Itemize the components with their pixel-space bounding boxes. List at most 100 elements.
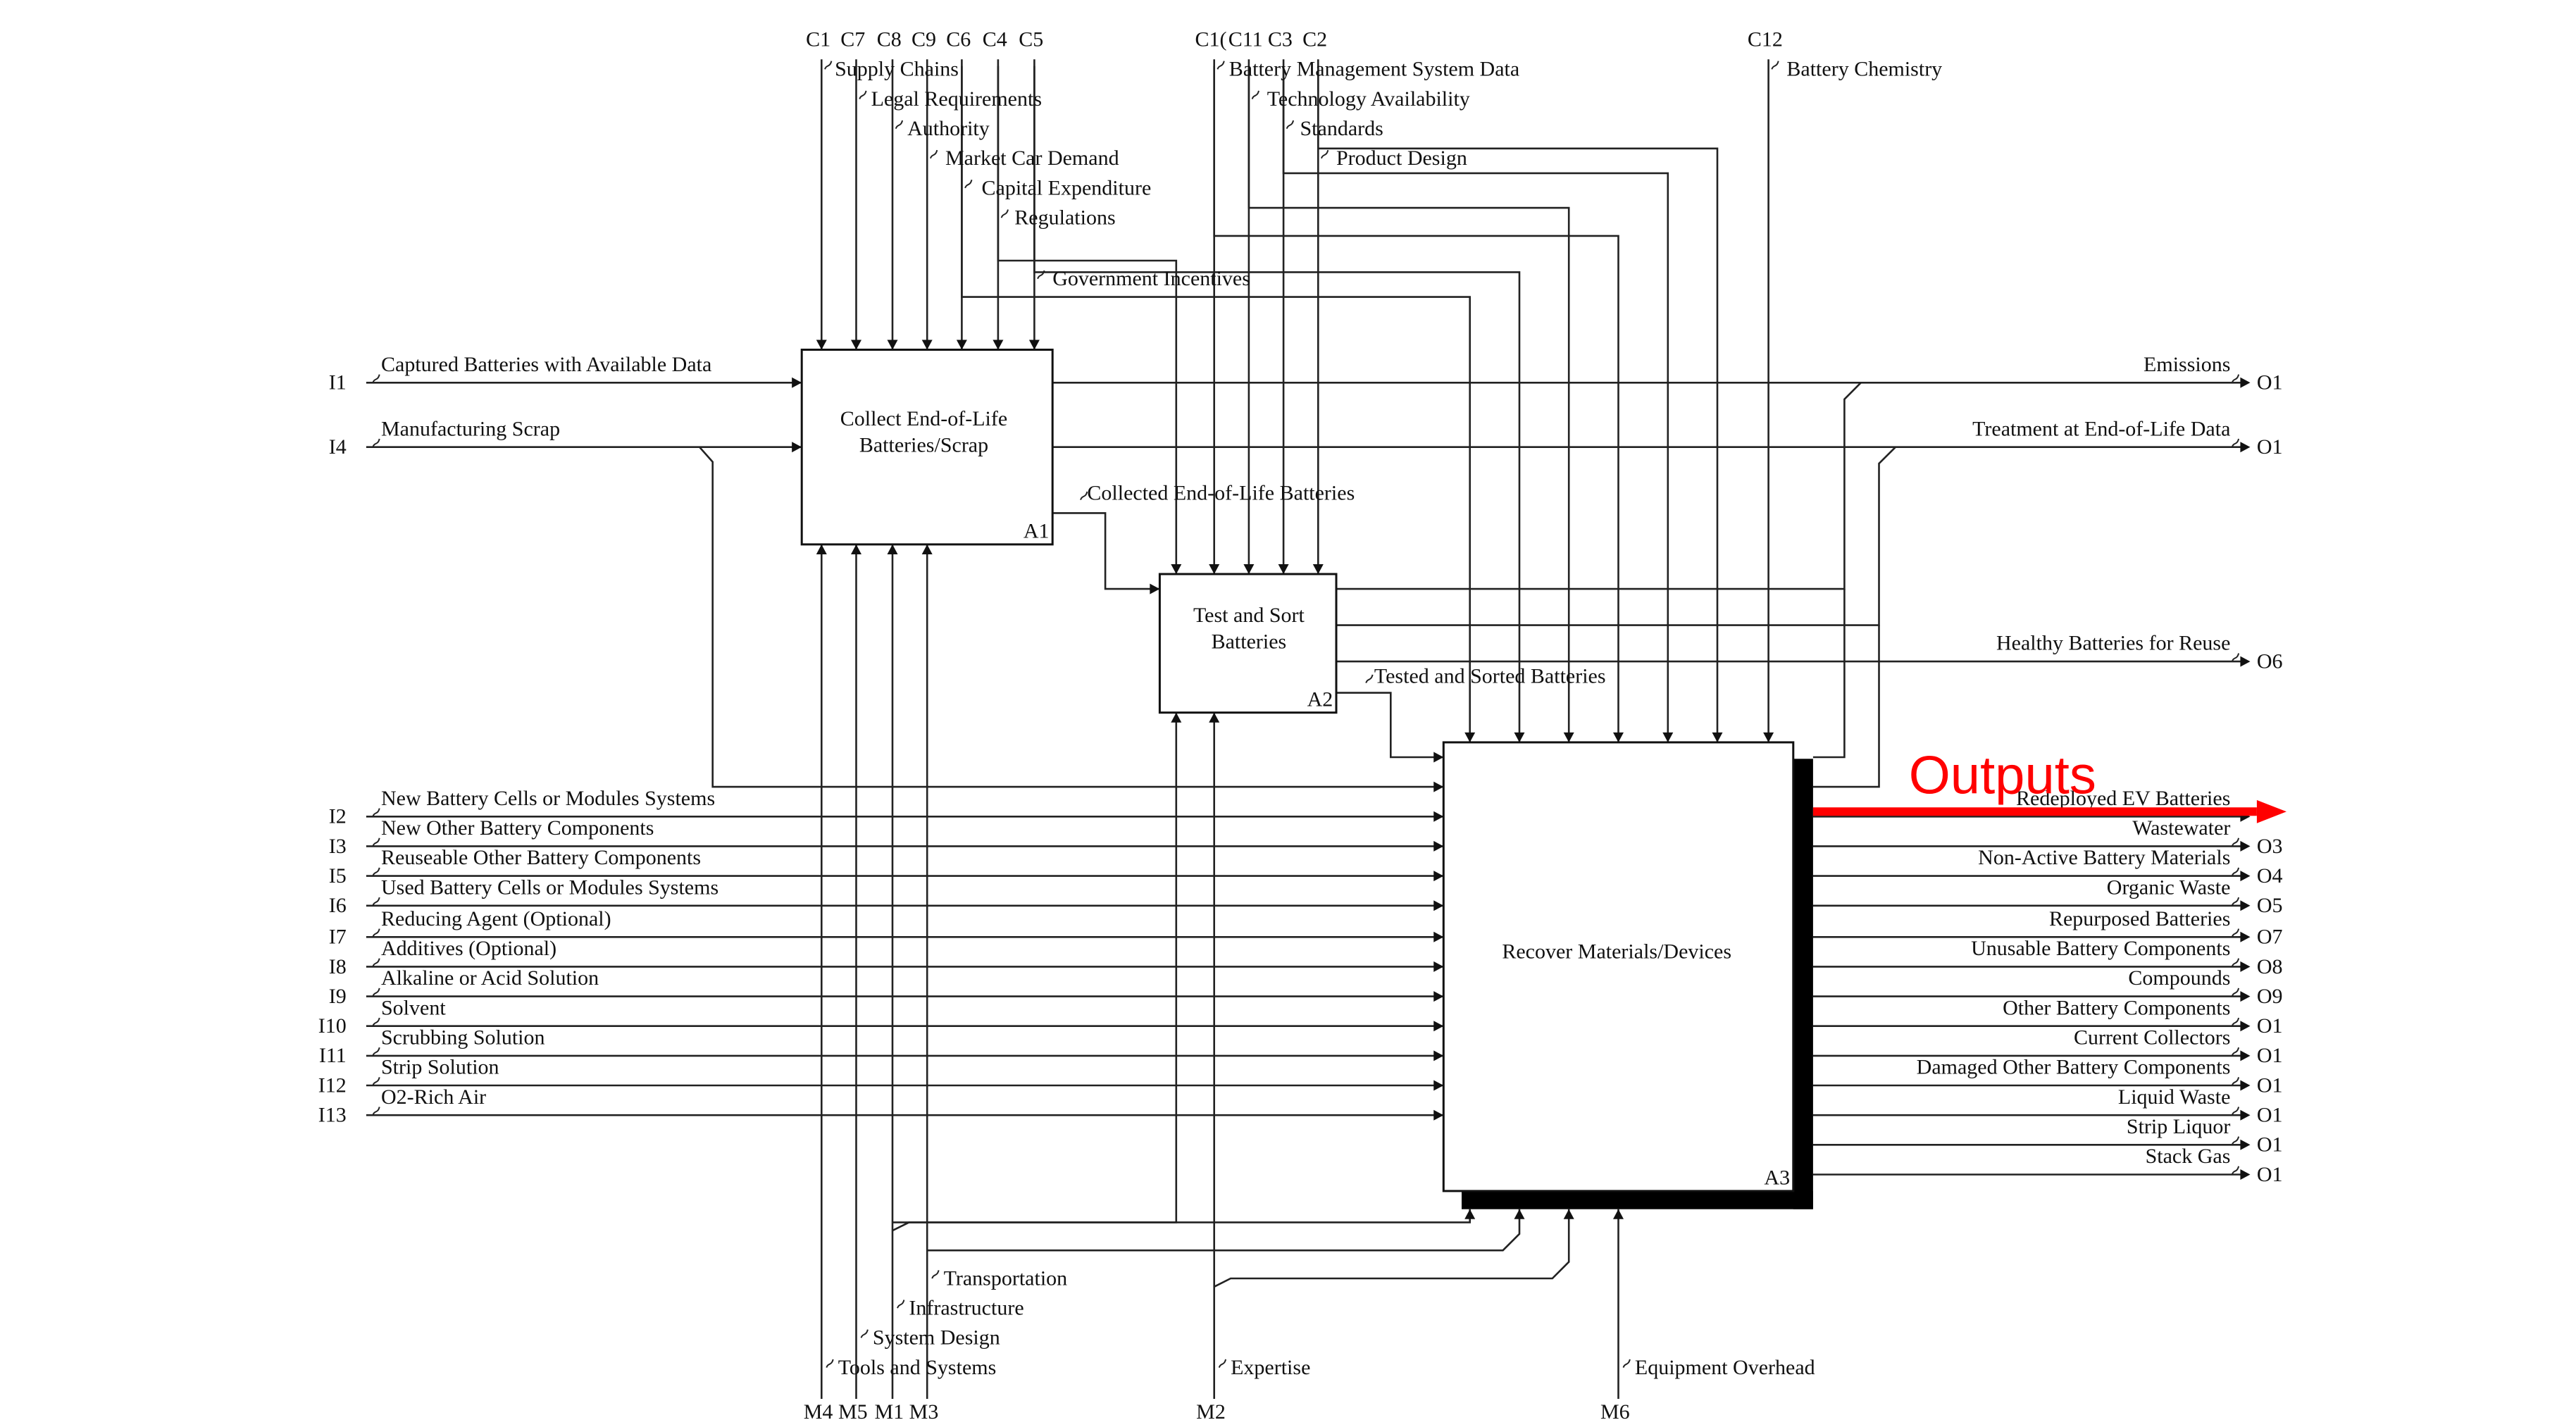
control-branch-arrowhead-3 [1563, 732, 1574, 742]
control-branch-arrowhead-6 [1712, 732, 1723, 742]
input-label-i2: New Battery Cells or Modules Systems [381, 787, 715, 810]
output-code-strip_liquor: O1 [2257, 1133, 2283, 1157]
control-code-c6: C6 [946, 28, 971, 51]
control-arrowhead-c3 [1278, 563, 1289, 574]
output-label-current_collectors: Current Collectors [2074, 1026, 2230, 1050]
output-label-emissions: Emissions [2143, 353, 2230, 376]
control-squiggle-c8 [895, 120, 904, 130]
mechanism-label-m4: Tools and Systems [838, 1356, 997, 1379]
control-label-c7: Legal Requirements [871, 87, 1042, 111]
control-arrowhead-c8 [887, 340, 898, 350]
output-label-wastewater: Wastewater [2132, 816, 2230, 840]
output-label-strip_liquor: Strip Liquor [2127, 1115, 2231, 1138]
input-arrowhead-i8 [1433, 961, 1444, 972]
mechanism-label-m2: Expertise [1231, 1356, 1310, 1379]
output-arrowhead-liquid [2240, 1109, 2251, 1121]
a1-box-title-line: Batteries/Scrap [859, 434, 988, 457]
mechanism-label-m5: System Design [873, 1326, 1000, 1350]
output-label-compounds: Compounds [2128, 966, 2230, 990]
output-label-damaged: Damaged Other Battery Components [1917, 1056, 2231, 1079]
input-code-i8: I8 [329, 955, 347, 978]
control-squiggle-c1 [824, 61, 833, 70]
input-label-i6: Used Battery Cells or Modules Systems [381, 876, 718, 899]
input-squiggle-i4 [372, 438, 380, 448]
output-code-compounds: O9 [2257, 985, 2283, 1008]
output-squiggle-non_active [2231, 867, 2240, 876]
output-merge-emissions-a2 [1336, 382, 1862, 590]
control-code-c9: C9 [911, 28, 936, 51]
output-arrowhead-damaged [2240, 1080, 2251, 1091]
flow-line-tested [1336, 692, 1444, 759]
control-code-c2: C2 [1302, 28, 1327, 51]
control-label-c10: Battery Management System Data [1229, 58, 1519, 81]
input-arrowhead-i9 [1433, 991, 1444, 1002]
output-squiggle-repurposed [2231, 928, 2240, 938]
box-shadows [1462, 759, 1813, 1209]
control-code-c1: C1 [806, 28, 830, 51]
control-code-c7: C7 [840, 28, 865, 51]
output-label-other_components: Other Battery Components [2003, 996, 2230, 1019]
output-arrowhead-treatment [2240, 442, 2251, 453]
output-arrowhead-non_active [2240, 871, 2251, 882]
control-code-c12: C12 [1748, 28, 1783, 51]
control-label-c6: Capital Expenditure [982, 176, 1152, 199]
mechanism-label-m1: Infrastructure [909, 1297, 1023, 1320]
control-squiggle-c10 [1217, 61, 1225, 70]
output-arrowhead-emissions [2240, 377, 2251, 388]
a1-box-title-line: Collect End-of-Life [840, 407, 1007, 430]
output-squiggle-unusable [2231, 958, 2240, 967]
input-arrowhead-i12 [1433, 1080, 1444, 1091]
output-label-non_active: Non-Active Battery Materials [1978, 846, 2230, 869]
control-branch-3 [1247, 66, 1570, 742]
input-squiggle-i11 [372, 1047, 380, 1057]
output-squiggle-wastewater [2231, 837, 2240, 847]
control-label-c2: Product Design [1336, 147, 1467, 170]
input-branch-i4-to-a3 [699, 446, 1444, 788]
input-squiggle-i3 [372, 837, 380, 847]
mechanism-branch-arrowhead-3 [1563, 1209, 1574, 1219]
input-arrowhead-i13 [1433, 1109, 1444, 1121]
output-code-current_collectors: O1 [2257, 1044, 2283, 1067]
output-squiggle-current_collectors [2231, 1047, 2240, 1057]
input-squiggle-i7 [372, 928, 380, 938]
outputs-annotation: Outputs [1812, 746, 2286, 823]
control-arrowhead-c1 [816, 340, 827, 350]
mechanism-squiggle-m1 [897, 1300, 905, 1309]
flow-squiggle-collected [1080, 491, 1088, 501]
output-merge-treatment-a2 [1336, 446, 1896, 626]
flow-arrowhead-tested [1433, 752, 1444, 763]
a3-box-frame [1442, 741, 1795, 1192]
control-code-c4: C4 [983, 28, 1007, 51]
output-code-other_components: O1 [2257, 1014, 2283, 1038]
control-code-c3: C3 [1268, 28, 1293, 51]
output-code-healthy: O6 [2257, 650, 2283, 673]
output-arrowhead-stack_gas [2240, 1169, 2251, 1180]
control-squiggle-c11 [1251, 90, 1259, 99]
flow-line-collected [1052, 512, 1160, 590]
connector-lines [366, 59, 2251, 1399]
output-arrowhead-unusable [2240, 961, 2251, 972]
flow-label-collected: Collected End-of-Life Batteries [1087, 482, 1355, 505]
output-code-repurposed: O7 [2257, 926, 2283, 949]
mechanism-code-m5: M5 [838, 1400, 868, 1420]
input-squiggle-i6 [372, 897, 380, 907]
mechanism-branch-arrowhead-1 [1464, 1209, 1476, 1219]
input-label-i12: Strip Solution [381, 1056, 499, 1079]
a3-shadow-right [1793, 759, 1813, 1209]
mechanism-label-m3: Transportation [944, 1266, 1068, 1290]
control-code-c11: C11 [1228, 28, 1263, 51]
mechanism-squiggle-m2 [1218, 1359, 1227, 1368]
a3-shadow-bottom [1462, 1190, 1813, 1209]
a1-box-frame [800, 349, 1054, 546]
input-squiggle-i2 [372, 808, 380, 817]
control-branch-2 [1033, 66, 1521, 742]
mechanism-arrowhead-m5 [851, 544, 861, 554]
input-squiggle-i8 [372, 958, 380, 967]
output-code-damaged: O1 [2257, 1073, 2283, 1097]
output-arrowhead-repurposed [2240, 931, 2251, 942]
a3-box-id: A3 [1764, 1166, 1790, 1190]
control-label-c11: Technology Availability [1267, 87, 1470, 111]
input-arrowhead-i11 [1433, 1050, 1444, 1061]
input-arrowhead-i6 [1433, 900, 1444, 911]
